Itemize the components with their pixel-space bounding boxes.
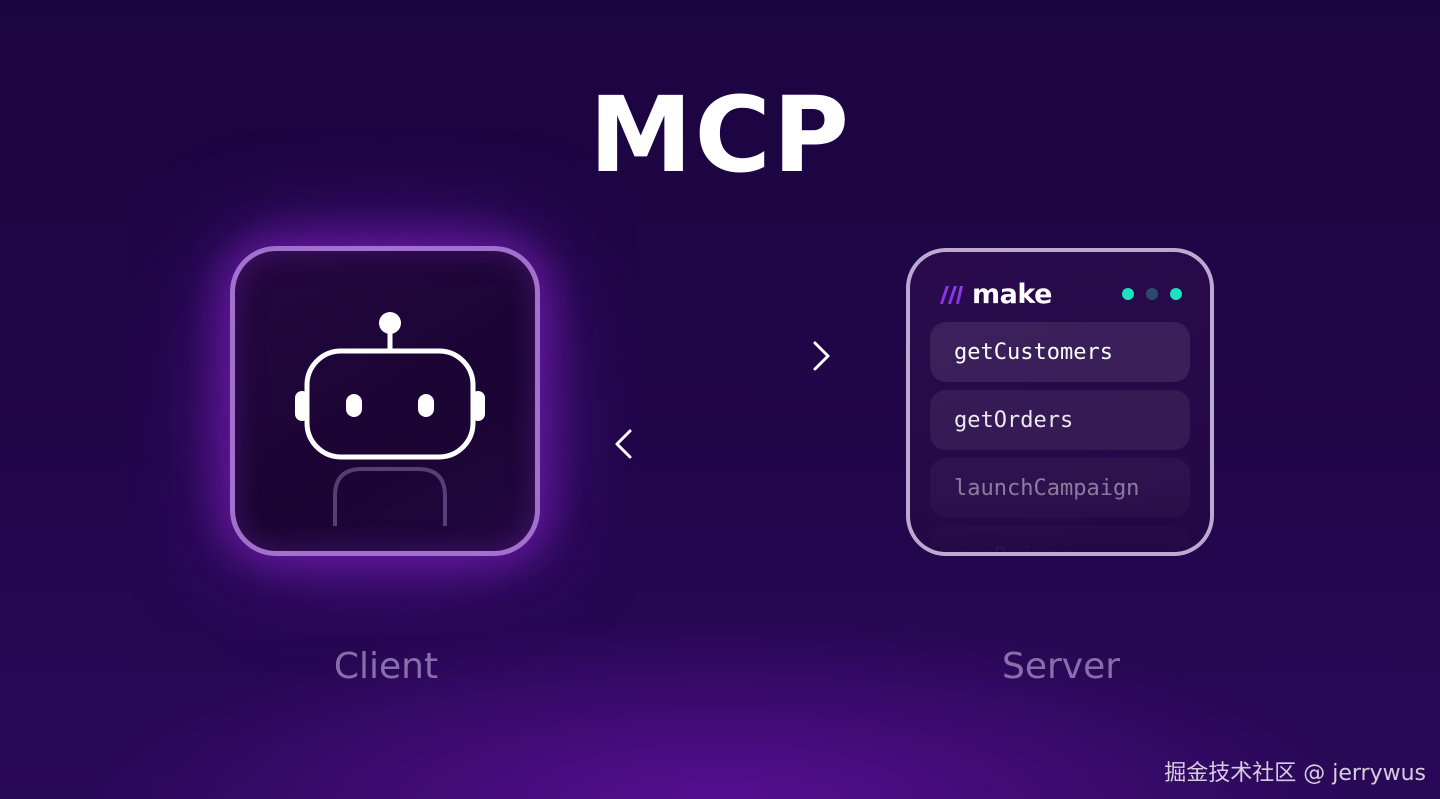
client-label: Client bbox=[333, 646, 439, 687]
tool-item-launch-campaign[interactable]: launchCampaign bbox=[930, 458, 1190, 518]
arrow-right-icon bbox=[620, 341, 830, 371]
robot-icon bbox=[295, 312, 485, 526]
tool-item-get-customers[interactable]: getCustomers bbox=[930, 322, 1190, 382]
tool-item-sum-prices[interactable]: sumPrices bbox=[930, 526, 1190, 553]
status-dot bbox=[1146, 288, 1158, 300]
status-dot bbox=[1170, 288, 1182, 300]
watermark: 掘金技术社区 @ jerrywus bbox=[1164, 761, 1426, 786]
brand-name: make bbox=[972, 278, 1052, 310]
client-card bbox=[230, 246, 540, 556]
page-title: MCP bbox=[588, 74, 852, 196]
server-card: make getCustomers getOrders launchCampai… bbox=[906, 248, 1214, 556]
status-dot bbox=[1122, 288, 1134, 300]
arrow-left-icon bbox=[615, 429, 825, 459]
server-label: Server bbox=[1001, 646, 1121, 687]
tool-item-get-orders[interactable]: getOrders bbox=[930, 390, 1190, 450]
status-dots bbox=[1122, 288, 1182, 300]
server-header: make bbox=[938, 274, 1182, 314]
brand: make bbox=[938, 279, 1052, 310]
make-logo-icon bbox=[940, 286, 963, 304]
tool-list: getCustomers getOrders launchCampaign su… bbox=[930, 322, 1190, 553]
